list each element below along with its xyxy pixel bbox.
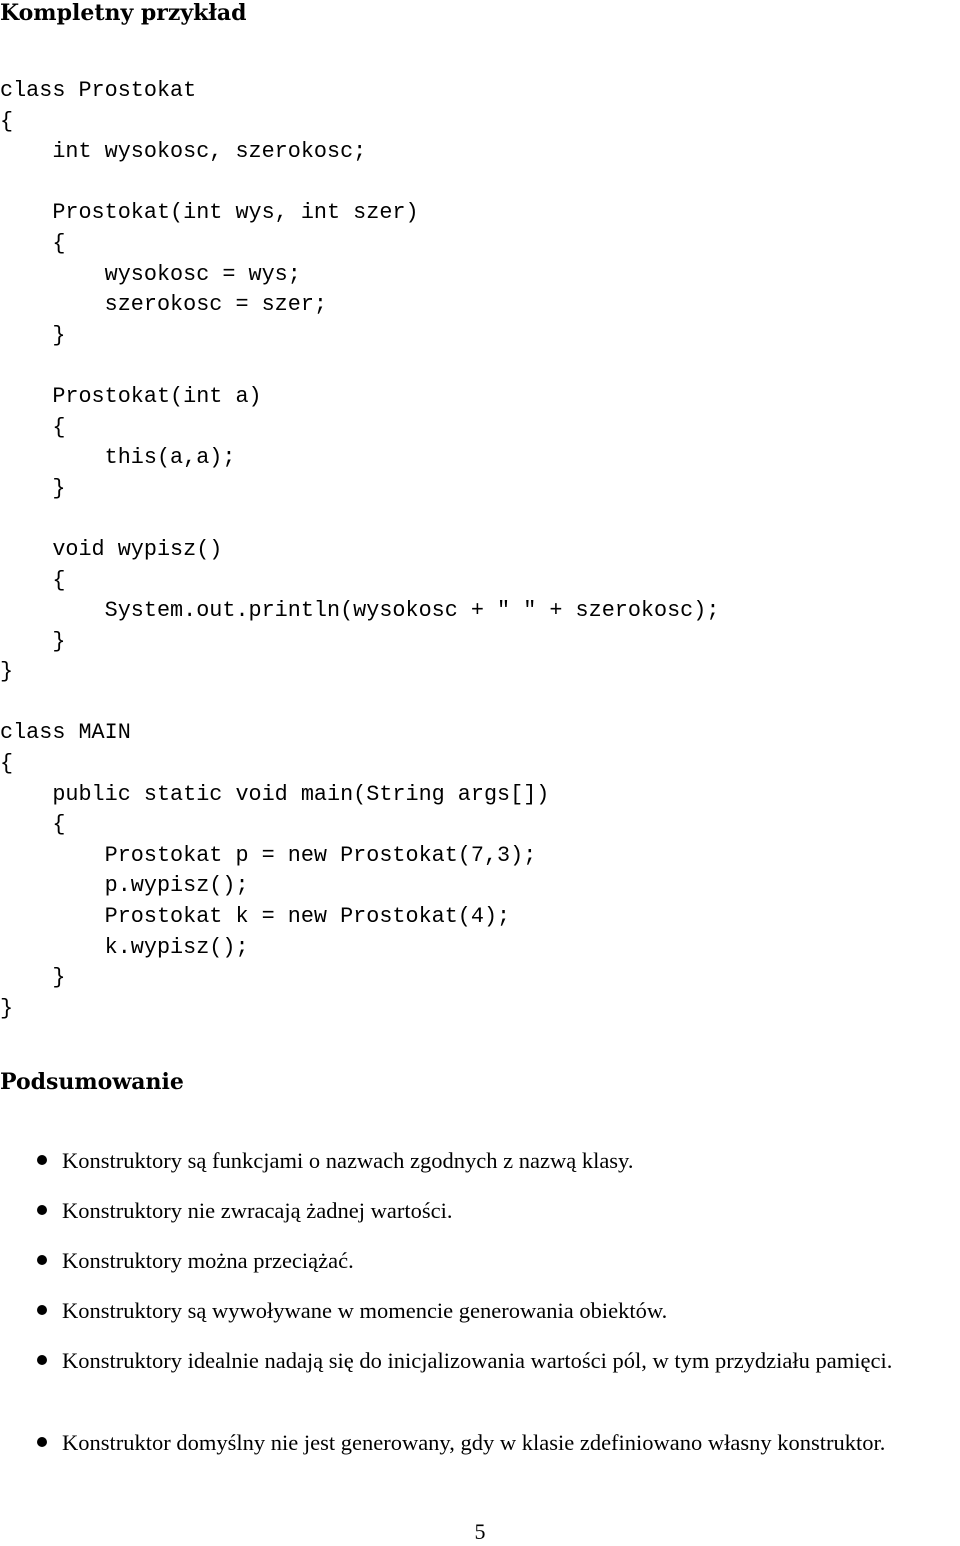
list-item-text: Konstruktory nie zwracają żadnej wartośc… [62, 1198, 453, 1223]
code-listing: class Prostokat { int wysokosc, szerokos… [0, 78, 720, 1021]
list-item-text: Konstruktory można przeciążać. [62, 1248, 354, 1273]
list-item-text: Konstruktory są wywoływane w momencie ge… [62, 1298, 668, 1323]
section-heading-example: Kompletny przykład [0, 0, 247, 26]
list-item: Konstruktory nie zwracają żadnej wartośc… [0, 1195, 960, 1226]
list-item-text: Konstruktory idealnie nadają się do inic… [62, 1348, 893, 1373]
bullet-icon [37, 1155, 47, 1165]
list-item: Konstruktor domyślny nie jest generowany… [0, 1427, 960, 1458]
bullet-icon [37, 1305, 47, 1315]
list-item: Konstruktory są funkcjami o nazwach zgod… [0, 1145, 960, 1176]
list-item-text: Konstruktor domyślny nie jest generowany… [62, 1430, 886, 1455]
bullet-icon [37, 1355, 47, 1365]
bullet-icon [37, 1255, 47, 1265]
list-item: Konstruktory można przeciążać. [0, 1245, 960, 1276]
list-item-text: Konstruktory są funkcjami o nazwach zgod… [62, 1148, 634, 1173]
list-item: Konstruktory są wywoływane w momencie ge… [0, 1295, 960, 1326]
list-item: Konstruktory idealnie nadają się do inic… [0, 1345, 960, 1376]
bullet-icon [37, 1205, 47, 1215]
section-heading-summary: Podsumowanie [0, 1069, 184, 1095]
bullet-icon [37, 1437, 47, 1447]
page-number: 5 [474, 1519, 486, 1544]
